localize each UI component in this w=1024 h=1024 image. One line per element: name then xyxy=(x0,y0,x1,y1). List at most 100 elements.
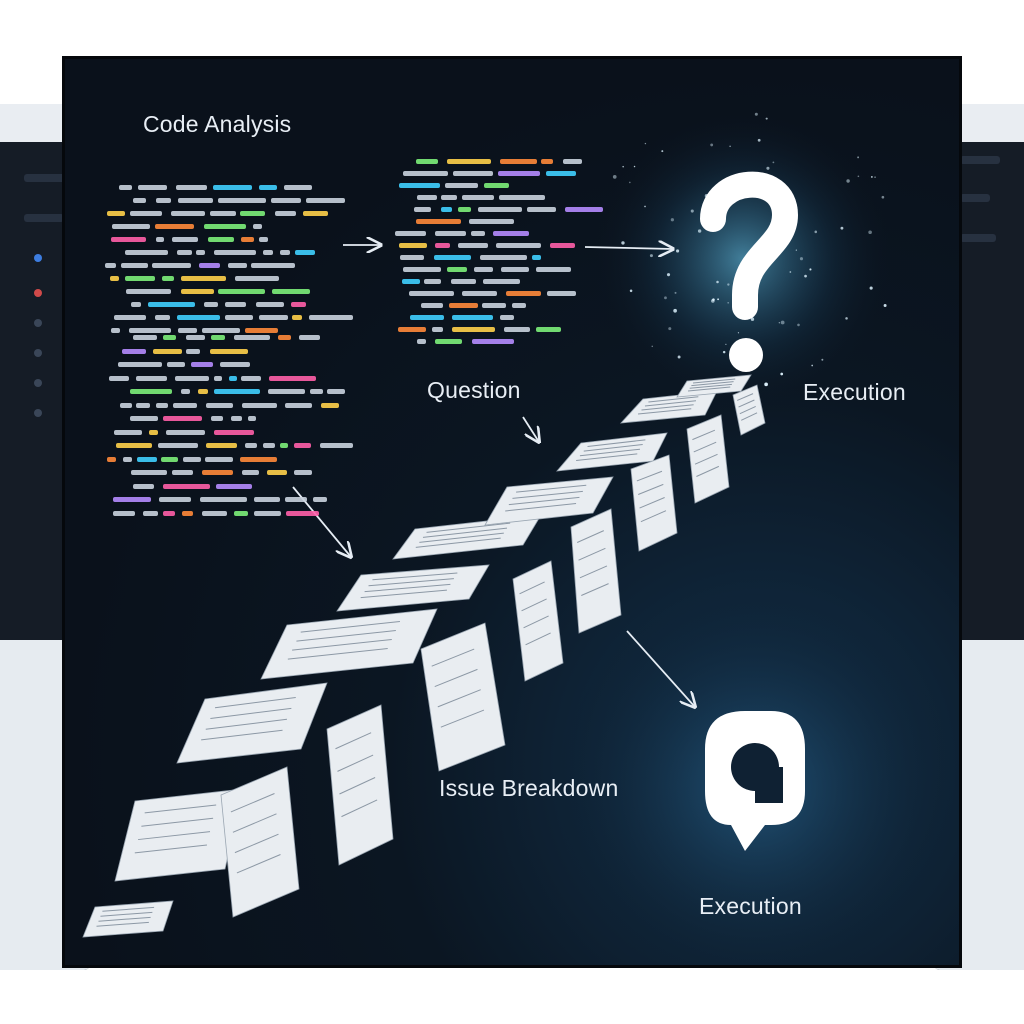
code-token xyxy=(116,443,152,448)
card-text-line xyxy=(100,911,153,917)
code-token xyxy=(403,171,448,176)
sparkle xyxy=(757,138,761,142)
code-token xyxy=(128,328,171,333)
code-token xyxy=(435,231,467,236)
code-token xyxy=(210,211,237,216)
code-token xyxy=(166,429,205,435)
code-token xyxy=(547,291,577,296)
code-token xyxy=(176,315,221,320)
issue-card-flat xyxy=(176,682,328,764)
code-token xyxy=(120,402,132,408)
code-token xyxy=(202,510,227,516)
sidebar-dot xyxy=(34,254,42,262)
sparkle xyxy=(677,355,681,359)
code-token xyxy=(416,159,439,164)
code-token xyxy=(220,362,251,367)
code-token xyxy=(293,443,312,448)
sparkle xyxy=(874,176,876,178)
card-text-line xyxy=(644,400,697,407)
label-issue-breakdown: Issue Breakdown xyxy=(439,775,619,801)
code-token xyxy=(118,362,162,367)
code-token xyxy=(213,375,222,381)
sparkle xyxy=(725,343,727,345)
sparkle xyxy=(712,298,715,301)
issue-card-staircase xyxy=(82,374,766,938)
code-token xyxy=(432,327,443,332)
code-token xyxy=(319,443,353,448)
code-token xyxy=(416,219,462,224)
code-token xyxy=(268,389,305,394)
code-token xyxy=(159,497,191,502)
code-token xyxy=(136,402,150,408)
code-token xyxy=(298,335,321,340)
sparkle xyxy=(868,230,872,235)
code-token xyxy=(267,470,288,475)
code-token xyxy=(291,315,303,320)
sparkle xyxy=(780,320,785,325)
code-token xyxy=(471,231,485,236)
code-token xyxy=(133,335,158,340)
code-token xyxy=(320,402,339,408)
code-token xyxy=(181,389,191,394)
sparkle xyxy=(881,195,885,199)
code-token xyxy=(434,243,450,248)
card-text-line xyxy=(230,793,275,813)
card-text-line xyxy=(368,578,454,587)
code-token xyxy=(181,276,226,281)
card-text-line xyxy=(141,817,214,827)
code-token xyxy=(440,207,452,212)
code-token xyxy=(483,183,509,188)
sparkle xyxy=(717,298,720,301)
label-execution-top: Execution xyxy=(803,379,906,405)
code-token xyxy=(499,195,545,200)
code-token xyxy=(417,339,426,344)
card-text-line xyxy=(415,537,501,548)
code-token xyxy=(198,263,221,268)
sparkle xyxy=(764,382,768,387)
code-token xyxy=(302,211,329,216)
sidebar-bar xyxy=(960,156,1000,164)
sparkle xyxy=(765,117,768,120)
code-token xyxy=(161,276,175,281)
card-text-line xyxy=(516,484,587,493)
code-token xyxy=(126,289,171,294)
code-token xyxy=(532,255,541,260)
card-text-line xyxy=(287,648,388,660)
sparkle xyxy=(722,350,726,354)
code-token xyxy=(163,416,203,421)
code-token xyxy=(133,483,154,489)
card-text-line xyxy=(508,496,580,506)
sparkle xyxy=(754,112,758,116)
code-token xyxy=(202,328,240,333)
code-token xyxy=(231,416,243,421)
card-text-line xyxy=(234,833,279,854)
code-token xyxy=(180,289,214,294)
sparkle xyxy=(789,271,792,273)
code-token xyxy=(206,443,238,448)
code-token xyxy=(527,207,556,212)
card-text-line xyxy=(737,393,754,401)
code-token xyxy=(203,302,219,307)
card-text-line xyxy=(144,804,217,814)
sidebar-bar xyxy=(960,234,996,242)
code-token xyxy=(253,224,263,229)
code-token xyxy=(450,279,477,284)
code-token xyxy=(477,207,523,212)
code-token xyxy=(112,224,150,229)
sparkle xyxy=(612,175,617,179)
card-text-line xyxy=(210,707,292,719)
card-text-line xyxy=(236,854,281,874)
code-token xyxy=(550,243,576,248)
code-token xyxy=(225,302,247,307)
code-token xyxy=(182,456,201,462)
code-token xyxy=(213,250,256,255)
card-text-line xyxy=(738,399,755,408)
sparkle xyxy=(661,150,664,153)
code-token xyxy=(245,328,279,333)
card-text-line xyxy=(431,648,475,667)
code-token xyxy=(206,402,233,408)
sparkle xyxy=(727,301,730,304)
code-token xyxy=(395,231,427,236)
card-text-line xyxy=(576,530,604,543)
sparkle xyxy=(697,229,702,233)
